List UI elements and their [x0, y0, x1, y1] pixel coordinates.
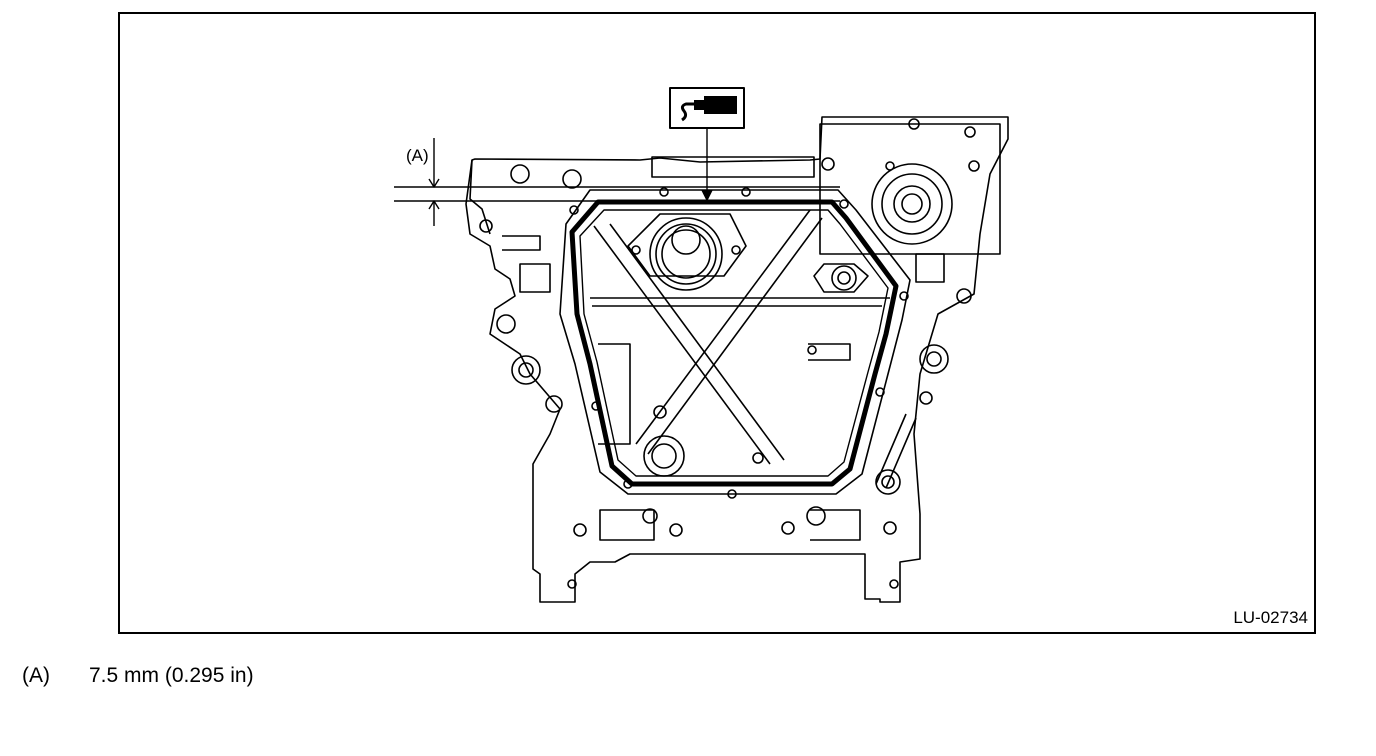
top-rail — [651, 156, 815, 178]
strainer-boss — [627, 213, 747, 277]
housing-outline — [465, 116, 1009, 603]
oil-pan-cover-diagram — [394, 87, 1009, 603]
top-left-tab — [469, 159, 491, 235]
right-upper-block — [819, 123, 1001, 255]
figure-id: LU-02734 — [1233, 608, 1308, 627]
legend-key: (A) — [22, 664, 50, 687]
legend-text: 7.5 mm (0.295 in) — [89, 664, 254, 687]
sealant-leader — [701, 128, 713, 201]
figure-frame: (A) LU-02734 — [118, 12, 1316, 634]
rib-cross-b — [609, 223, 785, 461]
right-rib — [875, 413, 917, 489]
flange-outline — [559, 189, 911, 495]
rib-cross-d — [647, 217, 823, 455]
rib-horizontal — [590, 297, 890, 307]
sealant-tube-icon — [669, 87, 745, 129]
rib-cross-a — [593, 225, 771, 465]
sealant-bead-inner — [579, 209, 889, 477]
dimension-A — [394, 138, 840, 226]
rib-cross-c — [635, 209, 811, 445]
sealant-bead — [569, 199, 899, 487]
dimension-label: (A) — [406, 146, 429, 165]
